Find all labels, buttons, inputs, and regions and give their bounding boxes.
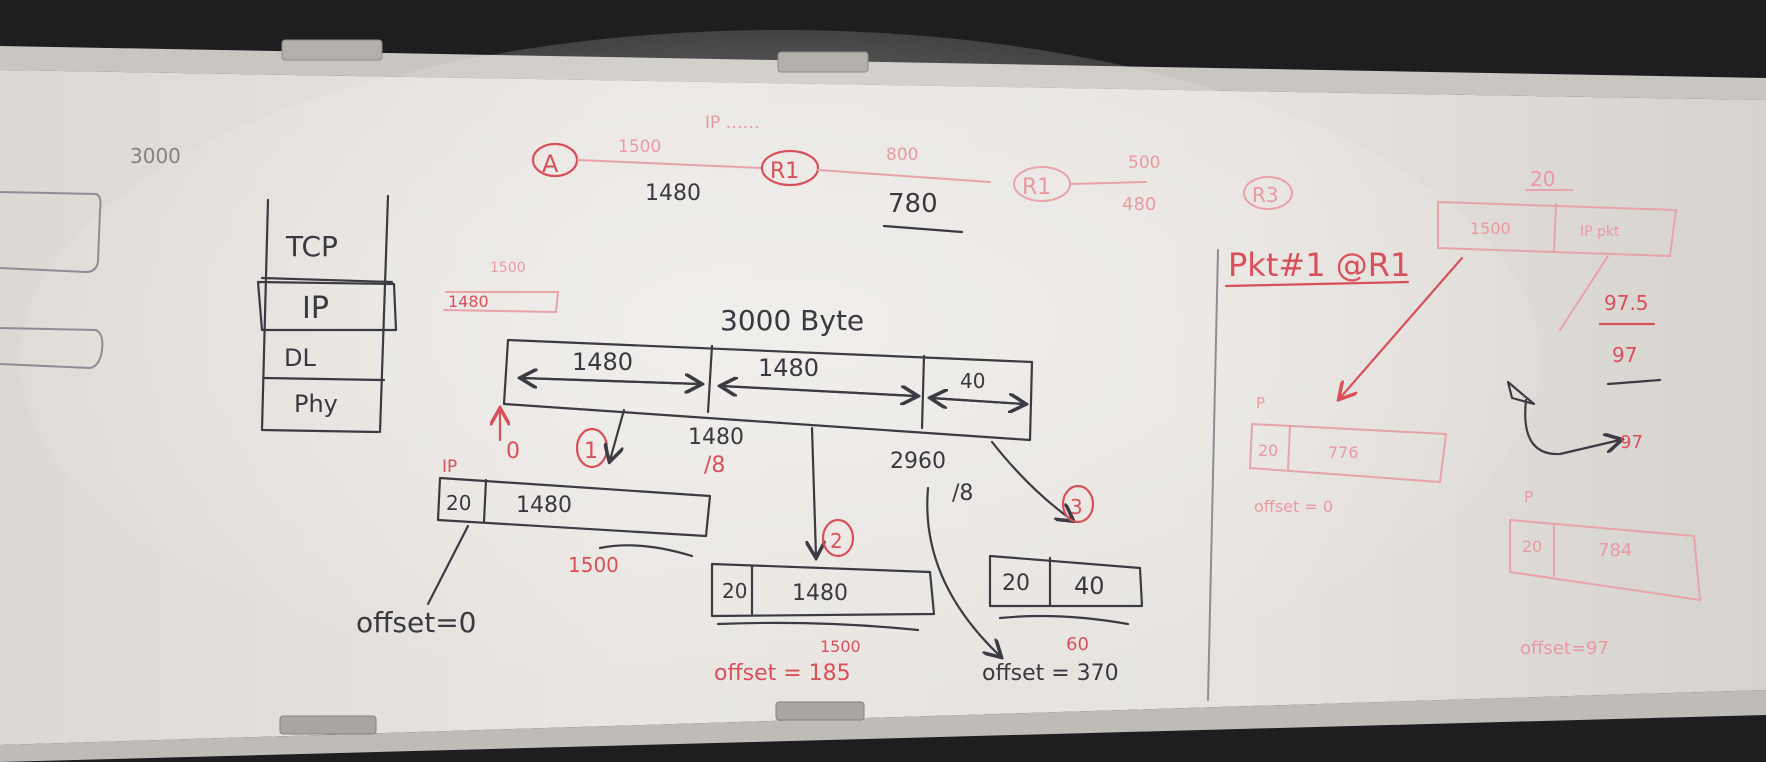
right-panel: Pkt#1 @R1 20 1500 IP pkt 97.5 97 97 P 20… <box>1224 167 1701 659</box>
fragment-2: 20 1480 1500 offset = 185 <box>710 562 936 686</box>
divider-line <box>1207 249 1219 701</box>
frag3-header: 20 <box>1002 571 1030 596</box>
frag2-total: 1500 <box>820 637 861 656</box>
tray-clip <box>279 715 377 735</box>
right-title: Pkt#1 @R1 <box>1228 246 1410 284</box>
frag3-data: 40 <box>1074 572 1105 600</box>
protocol-stack: TCP IP DL Phy <box>256 194 398 434</box>
marker-tray <box>0 690 1766 762</box>
link2-payload: 780 <box>888 189 938 219</box>
frag1-data: 1480 <box>516 493 572 518</box>
router-2: R1 <box>1022 175 1051 200</box>
frag-b-header: 20 <box>1522 537 1542 556</box>
corner-note: 3000 <box>130 144 181 168</box>
step-2: 2 <box>830 529 843 553</box>
link3-payload: 480 <box>1122 194 1156 215</box>
board-clip <box>777 51 869 73</box>
tray-clip <box>775 701 865 721</box>
boundary-2: 2960 <box>890 449 946 474</box>
frag1-header: 20 <box>446 491 471 515</box>
frag1-offset: offset=0 <box>356 606 477 639</box>
top-header: 20 <box>1530 167 1555 191</box>
boundary-1: 1480 <box>688 425 744 450</box>
step-3: 3 <box>1070 495 1083 519</box>
link3-mtu: 500 <box>1128 153 1160 173</box>
start-offset: 0 <box>506 439 520 464</box>
frag-b-offset: offset=97 <box>1520 638 1609 659</box>
svg-text:1500: 1500 <box>490 260 526 276</box>
host-a: A <box>542 150 559 178</box>
segment-3: 40 <box>960 369 985 393</box>
network-path: A 1500 IP …… 1480 R1 800 780 R1 500 480 … <box>531 113 1293 234</box>
router-3: R3 <box>1252 183 1279 207</box>
frag-a-offset: offset = 0 <box>1254 497 1333 516</box>
fragment-3: 20 40 60 offset = 370 <box>926 486 1144 686</box>
top-packet-right: IP pkt <box>1580 224 1620 240</box>
frag-a-data: 776 <box>1328 443 1359 462</box>
segment-1: 1480 <box>572 348 633 376</box>
segment-2: 1480 <box>758 354 819 382</box>
frag1-total: 1500 <box>568 553 619 577</box>
frag3-total: 60 <box>1066 634 1089 655</box>
svg-text:1480: 1480 <box>448 292 489 311</box>
frag2-offset: offset = 185 <box>714 661 851 686</box>
frag1-ip-tag: IP <box>442 457 457 477</box>
link1-mtu: 1500 <box>618 137 661 157</box>
layer-tcp: TCP <box>285 230 338 263</box>
frag-b-data: 784 <box>1598 540 1632 561</box>
fragment-1: IP 20 1480 1500 offset=0 <box>356 457 712 639</box>
datagram-title: 3000 Byte <box>720 304 864 337</box>
ip-header-note: IP …… <box>705 113 760 133</box>
frag-b-tag: P <box>1524 488 1533 506</box>
frag2-header: 20 <box>722 579 747 603</box>
link1-payload: 1480 <box>645 181 701 206</box>
top-packet-left: 1500 <box>1470 219 1511 238</box>
layer-phy: Phy <box>294 390 338 418</box>
calc-result: 97 <box>1620 432 1643 453</box>
frag-a-tag: P <box>1256 394 1265 412</box>
step-1: 1 <box>584 439 598 464</box>
layer-ip: IP <box>302 291 329 326</box>
link2-mtu: 800 <box>886 145 918 165</box>
original-datagram: 3000 Byte 1480 1480 40 0 1480 /8 2960 /8 <box>500 304 1034 506</box>
boundary-1-div: /8 <box>704 453 725 478</box>
calc-bottom: 97 <box>1612 343 1637 367</box>
frag2-data: 1480 <box>792 581 848 606</box>
frag3-offset: offset = 370 <box>982 661 1119 686</box>
board-clip <box>281 39 383 61</box>
layer-dl: DL <box>284 344 316 372</box>
payload-note: 1500 1480 <box>443 260 559 313</box>
boundary-2-div: /8 <box>952 481 973 506</box>
calc-top: 97.5 <box>1604 291 1649 315</box>
router-1: R1 <box>770 159 799 184</box>
frag-a-header: 20 <box>1258 441 1278 460</box>
